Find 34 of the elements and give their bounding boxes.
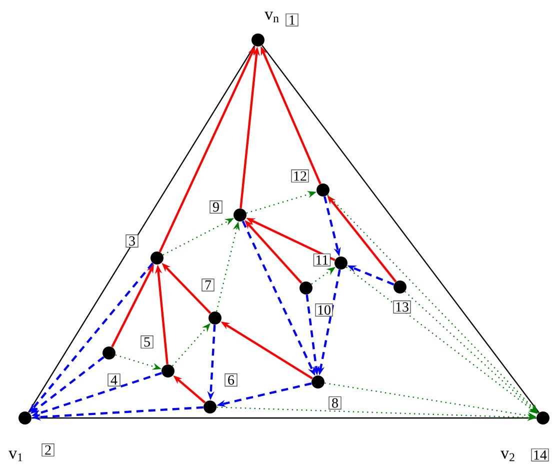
vertex-dot [252,34,264,46]
number-box: 7 [202,278,214,292]
triangle-edge [28,45,255,413]
vertex-dot [536,411,550,424]
vertex-dot [334,256,348,270]
number-box: 10 [315,303,333,316]
number-box: 12 [291,170,309,182]
number-box: 13 [393,300,411,314]
vertex-dot [18,411,32,424]
triangle-edge [262,44,540,413]
vertex-label: v$_{2}$ [500,450,514,462]
vertex-dot [208,311,222,324]
number-box: 2 [42,444,54,456]
vertex-dot [300,282,312,294]
vertex-dot [162,364,174,378]
vertex-dot [204,400,216,414]
vertex-dot [234,208,246,222]
vertex-dot [150,252,164,264]
number-box: 4 [108,374,120,386]
vertex-dot [316,184,330,196]
vertex-dot [312,375,324,388]
number-box: 14 [531,448,549,462]
vertex-label: v$_{n}$ [264,12,279,22]
number-box: 9 [210,200,222,214]
number-box: 6 [224,373,238,386]
triangle-edge [32,417,536,419]
number-box: 1 [286,14,298,26]
vertex-dot [102,346,116,360]
number-box: 3 [126,234,138,248]
vertex-dot [394,280,406,294]
number-box: 8 [328,396,342,410]
number-box: 11 [313,254,331,266]
number-box: 5 [140,336,154,348]
vertex-label: v$_{1}$ [8,450,22,462]
